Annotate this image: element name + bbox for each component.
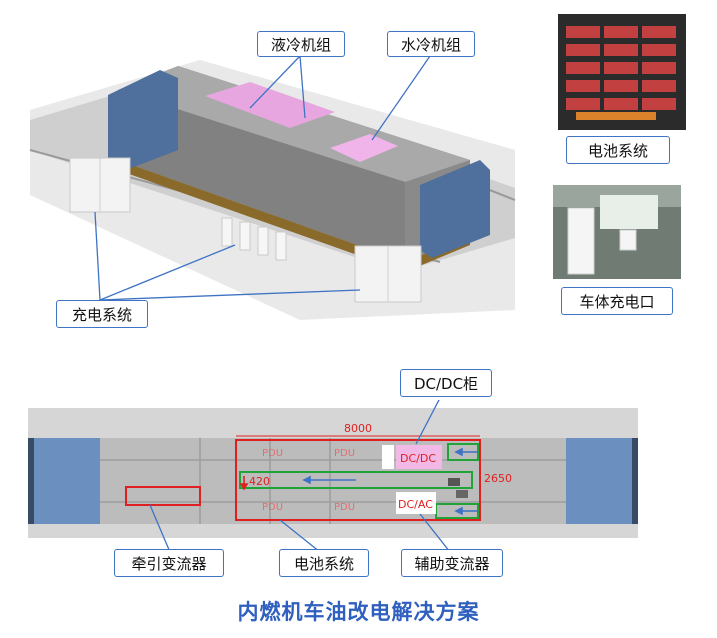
charging-post [239, 221, 251, 251]
label-dcdc-cabinet: DC/DC柜 [400, 369, 492, 397]
locomotive-plan-view: 8000 2650 420 PDU PDU PDU PDU DC/DC DC/A… [28, 400, 638, 550]
blue-left-arrow-icon [302, 447, 478, 516]
plan-height-dim: 420 [249, 475, 270, 488]
charging-port-image [553, 185, 681, 279]
dcac-module-label: DC/AC [398, 498, 433, 511]
label-liquid-cooling: 液冷机组 [257, 31, 345, 57]
charging-post [221, 217, 233, 247]
cab-right [420, 160, 490, 258]
traction-converter-box [125, 486, 201, 506]
label-charging-system: 充电系统 [56, 300, 148, 328]
plan-cab-right [566, 438, 632, 524]
plan-cab-left [34, 438, 100, 524]
pdu-label: PDU [262, 502, 283, 513]
battery-area-outline [235, 439, 481, 521]
pdu-label: PDU [262, 448, 283, 459]
cab-left [108, 70, 178, 170]
water-cooling-unit [330, 134, 398, 162]
label-aux-converter: 辅助变流器 [401, 549, 503, 577]
liquid-cooling-unit [205, 82, 335, 128]
pdu-label: PDU [334, 448, 355, 459]
dcdc-module [396, 445, 442, 469]
green-conduit-middle [239, 471, 473, 489]
label-car-charging-port: 车体充电口 [561, 287, 673, 315]
locomotive-3d-illustration [29, 14, 686, 320]
leader-lines [94, 55, 431, 301]
label-traction-converter: 牵引变流器 [114, 549, 224, 577]
plan-width-dim: 2650 [484, 472, 512, 485]
red-down-arrow-icon [239, 476, 249, 491]
battery-rack-image [558, 14, 686, 130]
charging-post [257, 226, 269, 256]
plan-body [100, 438, 566, 524]
label-water-cooling: 水冷机组 [387, 31, 475, 57]
plan-length-dim: 8000 [344, 422, 372, 435]
dcac-module [396, 492, 436, 514]
label-battery-system-top: 电池系统 [566, 136, 670, 164]
label-battery-system-bottom: 电池系统 [279, 549, 369, 577]
charging-post [275, 231, 287, 261]
dcdc-module-label: DC/DC [400, 452, 436, 465]
pdu-label: PDU [334, 502, 355, 513]
page-title: 内燃机车油改电解决方案 [237, 600, 480, 624]
